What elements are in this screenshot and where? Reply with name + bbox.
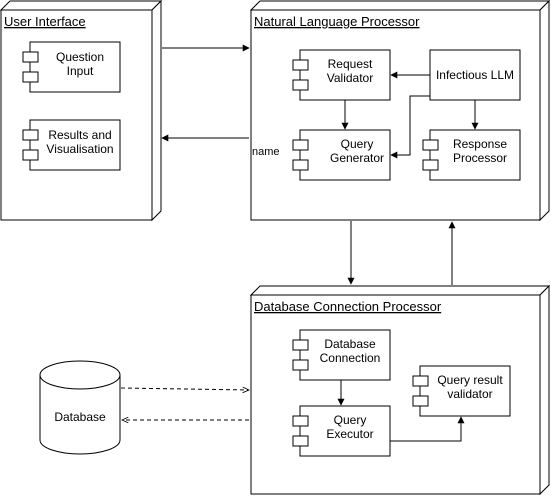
query-generator-label-line1: Query: [341, 137, 374, 151]
component-query-executor: Query Executor: [292, 405, 391, 457]
component-response-processor: Response Processor: [422, 129, 521, 181]
database-label: Database: [54, 410, 106, 424]
query-executor-label-line1: Query: [334, 413, 367, 427]
results-visualisation-label-line1: Results and: [48, 128, 111, 142]
response-processor-label-line2: Processor: [453, 151, 507, 165]
ui-node: User Interface: [0, 0, 163, 222]
edge-label-name: name: [252, 146, 280, 158]
component-results-visualisation: Results and Visualisation: [22, 119, 121, 171]
component-infectious-llm: Infectious LLM: [429, 49, 521, 101]
nlp-node: Natural Language Processor: [249, 0, 551, 222]
component-database-connection: Database Connection: [292, 329, 391, 381]
component-query-result-validator: Query result validator: [412, 365, 511, 417]
query-executor-label-line2: Executor: [326, 427, 373, 441]
question-input-label-line1: Question: [56, 50, 104, 64]
results-visualisation-label-line2: Visualisation: [46, 142, 113, 156]
database-connection-label-line1: Database: [324, 337, 376, 351]
nlp-node-title: Natural Language Processor: [254, 14, 420, 29]
db-processor-node-title: Database Connection Processor: [254, 299, 442, 314]
request-validator-label-line2: Validator: [327, 71, 373, 85]
ui-node-title: User Interface: [4, 14, 86, 29]
question-input-label-line2: Input: [67, 64, 94, 78]
edge-query-executor-to-result-validator: [390, 416, 465, 442]
query-result-validator-label-line2: validator: [447, 387, 492, 401]
edge-llm-to-query-generator: [390, 95, 430, 159]
component-query-generator: Query Generator: [292, 129, 391, 181]
query-generator-label-line2: Generator: [330, 151, 384, 165]
component-request-validator: Request Validator: [292, 49, 391, 101]
response-processor-label-line1: Response: [453, 137, 507, 151]
edge-database-to-db-processor: [120, 388, 249, 390]
database-connection-label-line2: Connection: [320, 351, 381, 365]
request-validator-label-line1: Request: [328, 57, 373, 71]
infectious-llm-label: Infectious LLM: [436, 68, 514, 82]
query-result-validator-label-line1: Query result: [437, 373, 503, 387]
database-cylinder: Database: [39, 360, 121, 455]
component-question-input: Question Input: [22, 41, 121, 93]
